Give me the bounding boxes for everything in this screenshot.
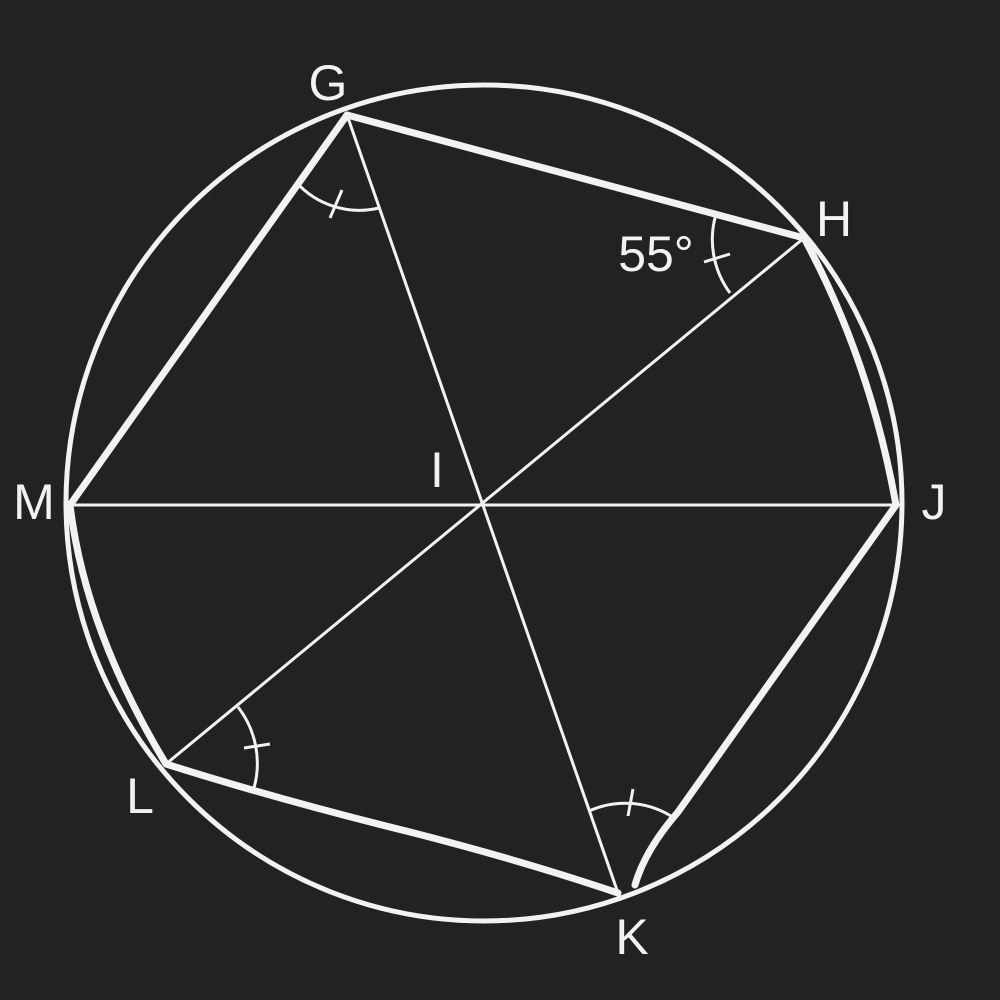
angle-tick-h <box>703 252 731 264</box>
vertex-label-l: L <box>126 768 154 824</box>
angle-arc-k <box>588 801 675 820</box>
diagonals <box>68 113 898 895</box>
side-kl <box>162 760 622 897</box>
vertex-label-h: H <box>816 191 852 247</box>
side-mg <box>66 111 351 509</box>
diagonal-hl <box>164 236 806 766</box>
vertex-label-j: J <box>922 474 947 530</box>
side-lm <box>66 501 170 768</box>
angle-tick-k <box>626 788 635 817</box>
vertex-label-k: K <box>615 909 648 965</box>
angle-tick-l <box>243 742 271 750</box>
side-hj <box>800 234 900 509</box>
side-jk <box>631 501 900 889</box>
angle-tick-g <box>328 189 344 219</box>
angle-arc-h <box>710 213 732 294</box>
hexagon <box>66 111 900 897</box>
vertex-label-m: M <box>13 474 55 530</box>
vertex-label-g: G <box>309 55 348 111</box>
center-label-i: I <box>430 442 444 498</box>
side-gh <box>343 111 808 242</box>
circumcircle <box>63 82 905 924</box>
angle-value-label: 55° <box>618 226 694 282</box>
angle-marks <box>236 180 732 820</box>
